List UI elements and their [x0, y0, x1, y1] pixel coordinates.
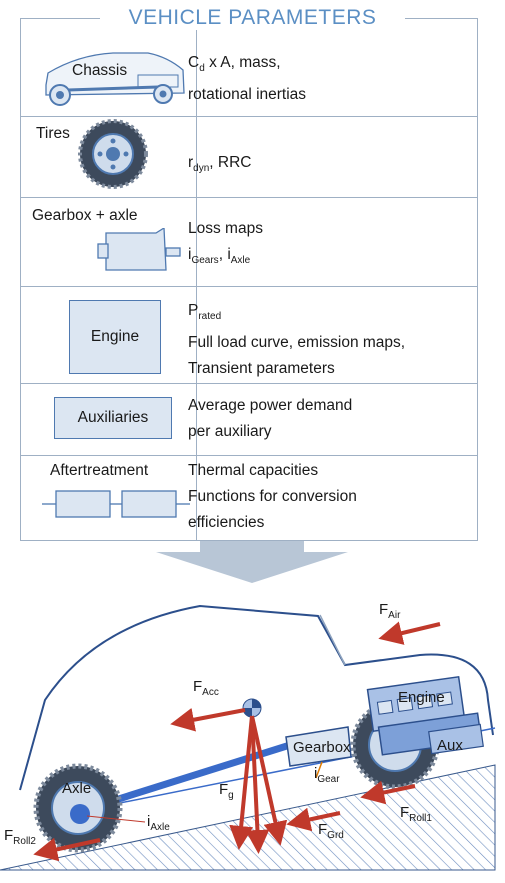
- gearbox-label: Gearbox: [293, 739, 351, 756]
- auxiliaries-box: Auxiliaries: [54, 397, 172, 439]
- engine-description: Prated Full load curve, emission maps, T…: [188, 298, 405, 382]
- rdyn-symbol: r: [188, 154, 194, 171]
- rdyn-subscript: dyn: [193, 163, 210, 175]
- auxiliaries-description: Average power demand per auxiliary: [188, 393, 352, 445]
- gearbox-block-icon: [285, 726, 352, 767]
- iaxle-symbol: i: [227, 246, 231, 263]
- f-acc-label: FAcc: [193, 678, 219, 698]
- gear-pointer: [315, 761, 323, 779]
- gearbox-icon: [97, 228, 181, 271]
- chassis-description: Cd x A, mass, rotational inertias: [188, 50, 306, 108]
- engine-params-line3: Transient parameters: [188, 360, 335, 378]
- aux-params-line2: per auxiliary: [188, 423, 272, 440]
- f-g-arrow: [245, 715, 270, 854]
- aftertreatment-icon: [42, 490, 190, 518]
- rear-wheel-icon: [33, 763, 123, 853]
- f-grd-small-arrow: [286, 807, 341, 832]
- f-air-arrow: [378, 621, 441, 645]
- drive-shaft: [88, 741, 292, 812]
- f-roll2-arrow: [33, 837, 101, 862]
- column-divider: [196, 19, 197, 540]
- aftertreatment-line2: Functions for conversion: [188, 488, 357, 505]
- i-gear-label: iGear: [314, 765, 340, 785]
- cd-subscript: d: [199, 63, 205, 75]
- aftertreatment-line1: Thermal capacities: [188, 462, 319, 479]
- tires-description: rdyn, RRC: [188, 150, 252, 182]
- axle-label: Axle: [62, 780, 91, 797]
- window-line: [319, 614, 346, 666]
- aftertreatment-description: Thermal capacities Functions for convers…: [188, 458, 357, 536]
- chassis-params-line1: x A, mass,: [204, 54, 281, 71]
- row-label-auxiliaries: Auxiliaries: [77, 409, 149, 426]
- cd-symbol: C: [188, 54, 200, 71]
- iaxle-subscript: Axle: [230, 255, 251, 267]
- axle-pointer: [86, 815, 146, 823]
- row-divider: [21, 286, 477, 287]
- row-divider: [21, 116, 477, 117]
- tire-icon: [78, 119, 148, 189]
- row-divider: [21, 197, 477, 198]
- f-roll1-arrow: [360, 780, 416, 805]
- aftertreatment-line3: efficiencies: [188, 514, 265, 531]
- down-arrow-icon: [156, 541, 348, 583]
- chassis-params-line2: rotational inertias: [188, 86, 307, 104]
- engine-params-line2: Full load curve, emission maps,: [188, 334, 406, 352]
- i-axle-label: iAxle: [147, 813, 170, 833]
- f-g-label: Fg: [219, 781, 234, 801]
- f-grd-label: FGrd: [318, 821, 344, 841]
- aux-label: Aux: [437, 737, 463, 754]
- engine-block-icon: [366, 675, 484, 756]
- f-roll1-label: FRoll1: [400, 804, 432, 824]
- f-roll2-label: FRoll2: [4, 827, 36, 847]
- row-label-aftertreatment: Aftertreatment: [50, 462, 149, 479]
- row-label-chassis: Chassis: [72, 62, 128, 79]
- row-label-engine: Engine: [90, 328, 140, 345]
- chassis-icon: [45, 52, 185, 106]
- ratio-separator: ,: [218, 246, 228, 263]
- gearbox-description: Loss maps iGears, iAxle: [188, 216, 263, 274]
- loss-maps-text: Loss maps: [188, 220, 263, 237]
- row-divider: [21, 455, 477, 456]
- row-label-gearbox-axle: Gearbox + axle: [32, 207, 138, 224]
- vehicle-outline: [19, 604, 494, 791]
- row-label-tires: Tires: [36, 125, 70, 142]
- prated-symbol: P: [188, 302, 199, 319]
- panel-title: VEHICLE PARAMETERS: [100, 6, 405, 30]
- prated-subscript: rated: [198, 311, 222, 323]
- engine-box: Engine: [69, 300, 161, 374]
- igears-symbol: i: [188, 246, 192, 263]
- igears-subscript: Gears: [191, 255, 219, 267]
- f-acc-arrow: [170, 707, 246, 732]
- row-divider: [21, 383, 477, 384]
- tires-params: , RRC: [209, 154, 252, 171]
- center-of-gravity-icon: [242, 698, 262, 718]
- engine-label: Engine: [398, 689, 445, 706]
- f-acc-ground-arrow: [229, 715, 254, 850]
- f-grd-arrow: [250, 715, 288, 846]
- aux-params-line1: Average power demand: [188, 397, 353, 414]
- f-air-label: FAir: [379, 601, 401, 621]
